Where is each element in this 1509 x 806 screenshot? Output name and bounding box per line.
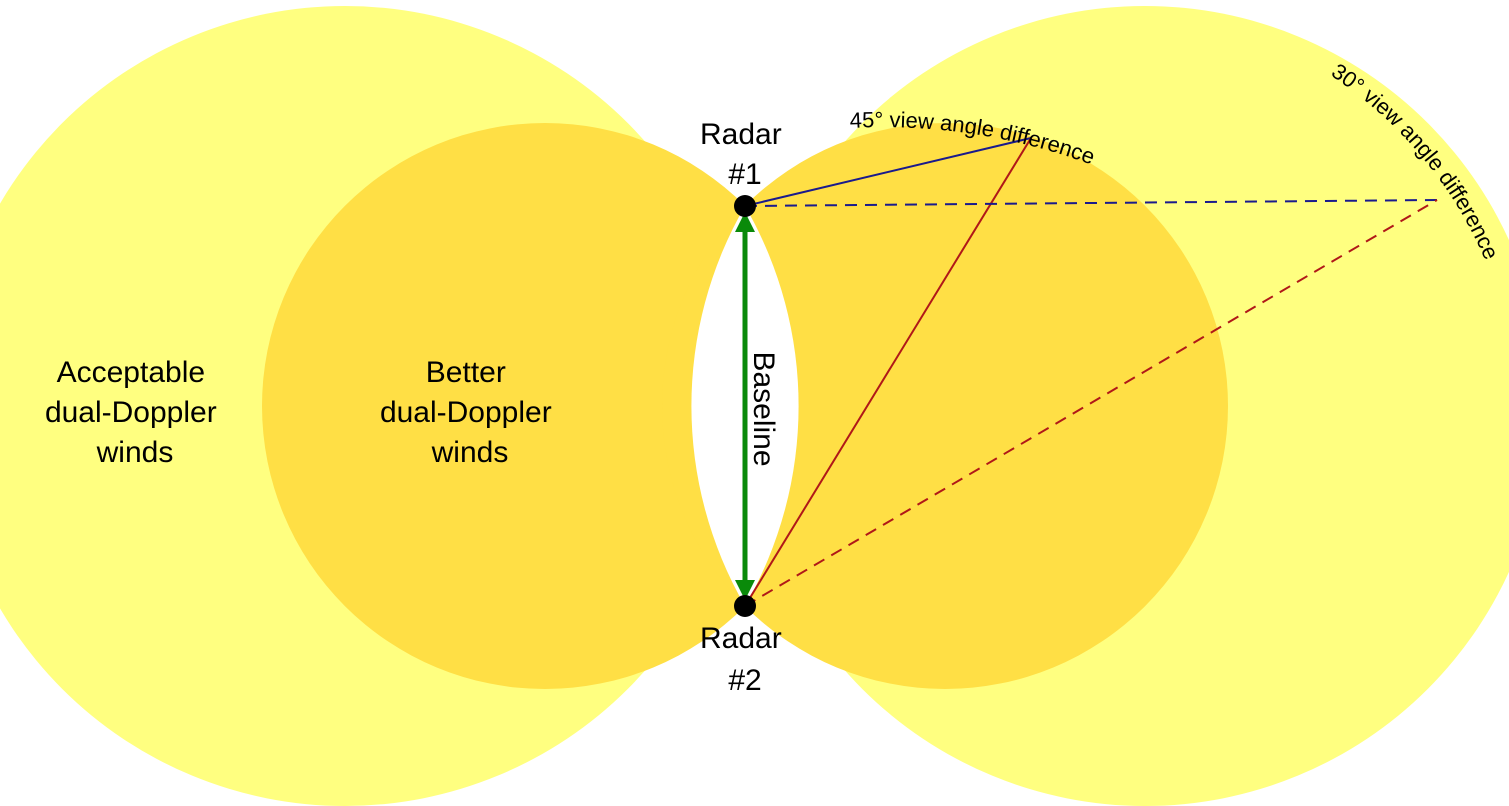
radar-1-marker xyxy=(734,195,756,217)
better-zone-right xyxy=(662,123,1228,689)
ray-30-from-radar-1 xyxy=(744,199,1438,207)
baseline-label: Baseline xyxy=(747,351,780,466)
radar-2-marker xyxy=(734,595,756,617)
radar-1-label: Radar #1 xyxy=(700,118,790,191)
ray-45-from-radar-2 xyxy=(744,137,1032,607)
ray-30-from-radar-2 xyxy=(744,199,1438,607)
acceptable-zone-label: Acceptable dual-Doppler winds xyxy=(45,356,225,469)
ray-45-from-radar-1 xyxy=(744,137,1032,207)
radar-2-label: Radar #2 xyxy=(700,622,790,697)
better-zone-left xyxy=(262,123,828,689)
better-zone-label: Better dual-Doppler winds xyxy=(380,356,560,469)
